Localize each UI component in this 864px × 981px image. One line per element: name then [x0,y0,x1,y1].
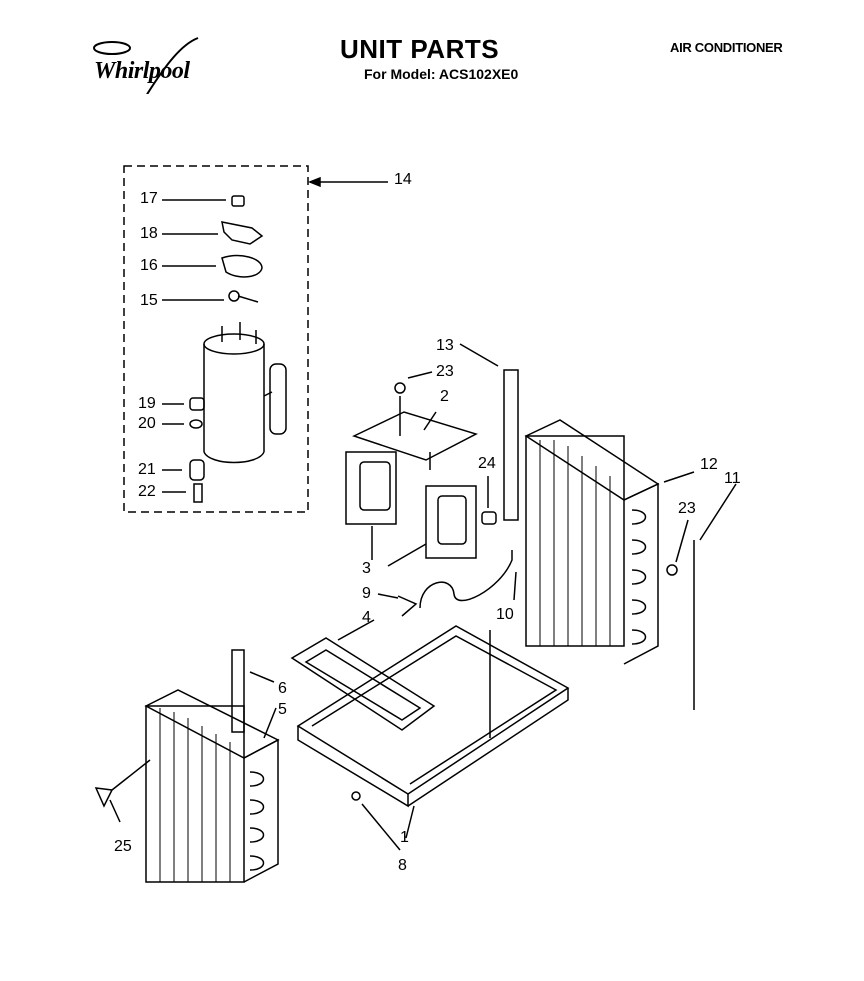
part-6-bracket [231,649,275,733]
callout-1: 1 [400,829,409,846]
callout-11: 11 [724,470,741,487]
part-21-grommet [162,459,205,481]
callout-15: 15 [140,292,158,309]
part-13-rail [459,343,519,521]
brand-logo: Whirlpool [93,37,199,94]
callout-17: 17 [140,190,158,207]
part-12-coil [524,419,695,665]
arrow-14 [307,176,321,188]
part-9-10-tubing [377,550,517,617]
part-11-rod [693,483,737,710]
part-4-drain-pan [290,619,436,731]
callout-10: 10 [496,606,514,623]
callout-25: 25 [114,838,132,855]
brand-name: Whirlpool [94,58,190,84]
part-1-base-pan [296,625,570,839]
callout-5: 5 [278,701,287,718]
callout-23-top: 23 [436,363,454,380]
compressor [203,322,287,464]
logo-swoosh [93,37,199,94]
callout-24: 24 [478,455,496,472]
part-20-washer [162,419,203,429]
part-23-screw-top [394,382,406,394]
callout-18: 18 [140,225,158,242]
callout-2: 2 [440,388,449,405]
callout-20: 20 [138,415,156,432]
part-5-condenser [144,689,280,883]
callout-12: 12 [700,456,718,473]
part-15-terminal [162,290,259,303]
callout-22: 22 [138,483,156,500]
callout-19: 19 [138,395,156,412]
compressor-kit-box [123,165,309,513]
part-2-bracket [352,396,478,470]
callout-3: 3 [362,560,371,577]
callout-16: 16 [140,257,158,274]
part-8-screw [351,791,361,801]
callout-4: 4 [362,609,371,626]
part-25-clip [94,759,151,823]
callout-8: 8 [398,857,407,874]
part-17-nut [162,195,245,207]
part-24-nut [481,476,497,525]
part-3-panels [345,451,477,567]
callout-6: 6 [278,680,287,697]
callout-13: 13 [436,337,454,354]
part-22-sleeve [162,483,203,503]
page-title: UNIT PARTS [340,34,500,64]
callout-21: 21 [138,461,156,478]
part-23-screw-right [666,564,678,576]
callout-23-right: 23 [678,500,696,517]
model-line: For Model: ACS102XE0 [364,66,519,82]
callout-14: 14 [394,171,412,188]
category-label: AIR CONDITIONER [670,40,783,55]
part-16-gasket [162,254,263,278]
part-18-cover [162,221,264,245]
part-19-nut [162,397,205,411]
callout-9: 9 [362,585,371,602]
